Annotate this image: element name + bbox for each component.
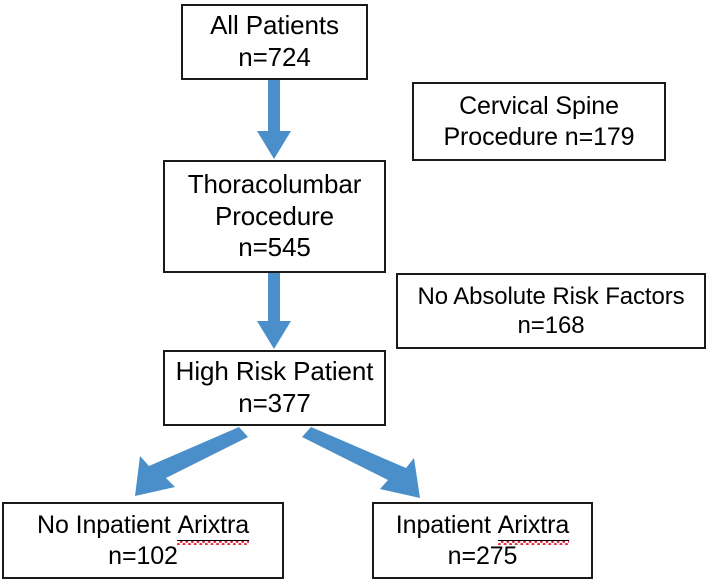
node-no-abs-risk-label: No Absolute Risk Factors [417, 282, 685, 310]
node-inpatient-label: Inpatient Arixtra [395, 510, 569, 545]
arrow-high-risk-to-inpatient [302, 427, 420, 498]
node-high-risk-count: n=377 [238, 388, 311, 418]
node-inpatient-arixtra[interactable]: Inpatient Arixtra n=275 [372, 502, 593, 579]
node-high-risk-label: High Risk Patient [175, 356, 374, 387]
node-thoracolumbar-count: n=545 [238, 232, 311, 263]
arrow-all-patients-to-thoracolumbar [257, 80, 291, 159]
node-thoracolumbar-label-line2: Procedure [214, 200, 335, 231]
node-all-patients-count: n=724 [238, 42, 311, 72]
node-no-inpatient-arixtra[interactable]: No Inpatient Arixtra n=102 [2, 502, 284, 579]
node-cervical-label: Cervical Spine [459, 92, 619, 120]
node-no-inpatient-count: n=102 [108, 542, 178, 570]
node-cervical-spine-procedure[interactable]: Cervical Spine Procedure n=179 [412, 82, 666, 161]
node-inpatient-count: n=275 [447, 542, 518, 570]
node-no-inpatient-label: No Inpatient Arixtra [37, 510, 249, 545]
spellcheck-misspelled-word: Arixtra [177, 510, 249, 545]
node-no-absolute-risk-factors[interactable]: No Absolute Risk Factors n=168 [396, 273, 706, 349]
node-thoracolumbar-procedure[interactable]: Thoracolumbar Procedure n=545 [163, 160, 386, 273]
node-high-risk-patient[interactable]: High Risk Patient n=377 [163, 350, 386, 426]
arrow-thoracolumbar-to-high-risk [257, 273, 291, 349]
node-all-patients-label: All Patients [210, 10, 339, 41]
node-no-abs-risk-count: n=168 [517, 312, 585, 339]
node-all-patients[interactable]: All Patients n=724 [181, 4, 368, 80]
arrow-high-risk-to-no-inpatient [135, 427, 248, 496]
node-inpatient-prefix: Inpatient [395, 510, 498, 539]
node-thoracolumbar-label-line1: Thoracolumbar [187, 168, 362, 199]
spellcheck-misspelled-word: Arixtra [497, 510, 569, 545]
node-cervical-count: Procedure n=179 [443, 122, 635, 151]
node-no-inpatient-prefix: No Inpatient [37, 510, 178, 539]
